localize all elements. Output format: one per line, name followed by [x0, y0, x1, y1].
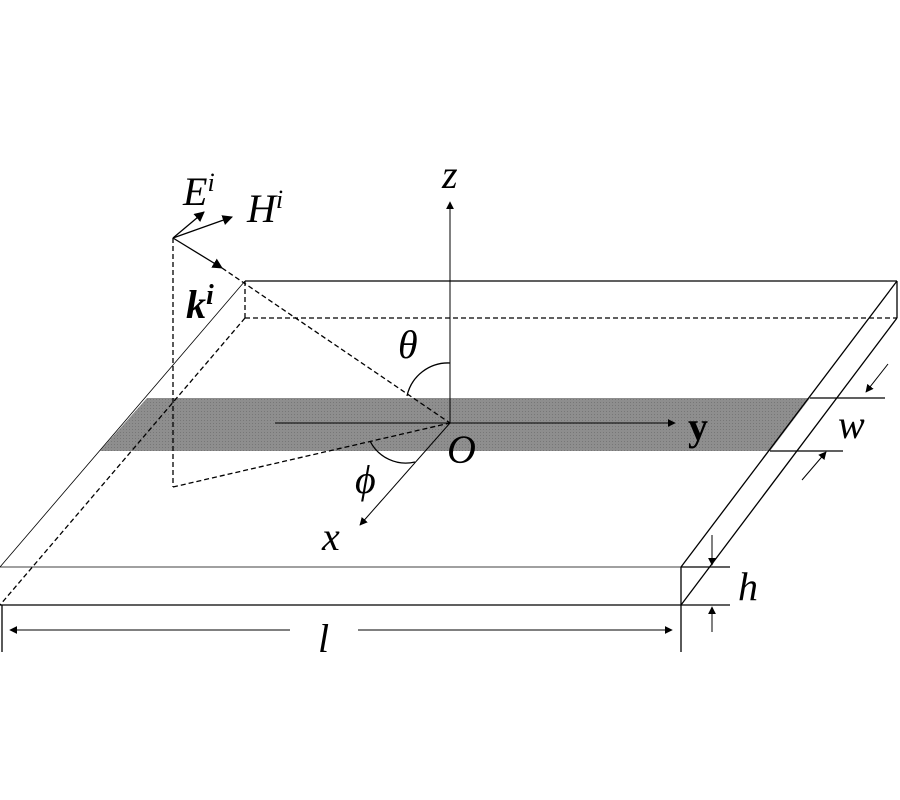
- theta-label: θ: [398, 322, 418, 367]
- theta-arc: [406, 362, 451, 397]
- h-field-label: Hi: [246, 185, 283, 231]
- y-label: y: [688, 404, 708, 449]
- w-arrow-bottom: [801, 451, 827, 481]
- origin-label: O: [447, 427, 476, 472]
- h-field-arrow: [172, 215, 233, 239]
- x-label: x: [321, 514, 340, 559]
- phi-label: ϕ: [355, 457, 376, 502]
- phi-arc: [369, 440, 416, 464]
- w-arrow-top: [865, 363, 889, 393]
- w-label: w: [838, 402, 865, 447]
- k-vector-label: ki: [186, 280, 214, 327]
- x-axis: [359, 422, 451, 526]
- dimensions: [9, 363, 889, 634]
- h-label: h: [738, 564, 758, 609]
- e-field-arrow: [172, 211, 205, 239]
- axes: [275, 201, 676, 526]
- substrate-box: [0, 280, 898, 652]
- z-label: z: [441, 152, 458, 197]
- e-field-label: Ei: [182, 168, 215, 214]
- l-label: l: [318, 616, 329, 661]
- conducting-strip: [100, 398, 810, 451]
- k-vector-arrow: [172, 237, 223, 269]
- incident-wave: [172, 211, 451, 488]
